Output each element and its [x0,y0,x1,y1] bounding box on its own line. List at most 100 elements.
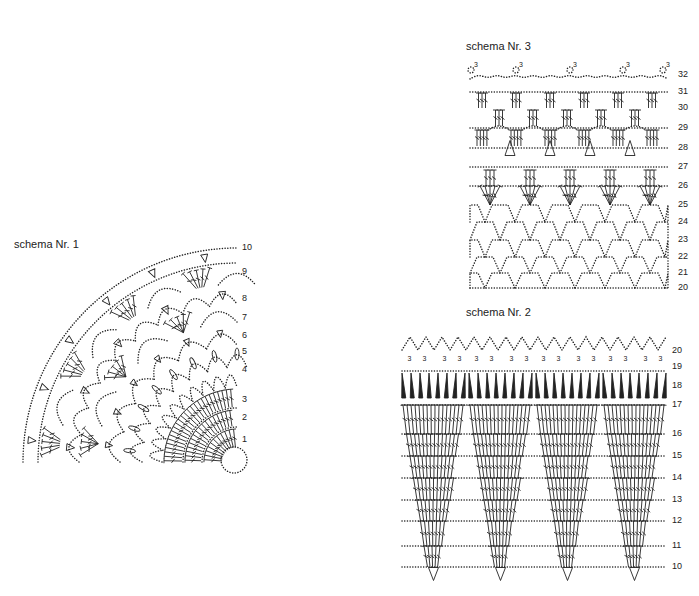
row-number: 14 [672,473,682,482]
double-crochet-bar [196,278,201,280]
double-crochet-bar [637,443,641,446]
double-crochet [488,500,491,521]
double-crochet-top [461,404,466,406]
double-crochet-bar [210,402,215,403]
puff-stitch [123,448,135,453]
double-crochet [586,434,589,456]
double-crochet-bar [435,487,439,490]
double-crochet-bar [455,443,459,447]
double-crochet-bar [649,418,653,421]
double-crochet [548,456,551,478]
double-crochet-bar [568,177,572,180]
double-crochet-bar [642,532,646,535]
row-number: 16 [672,429,682,438]
triangle-stitch [496,568,506,581]
chain-stitches [190,387,203,401]
double-crochet [611,456,615,478]
chain-stitches [225,375,237,388]
chain-stitches [180,395,193,409]
double-crochet-top [219,390,224,391]
double-crochet-bar [629,488,633,491]
chain-stitches [210,294,237,306]
double-crochet-bar [575,418,579,421]
double-crochet [530,186,540,205]
double-crochet-bar [459,418,463,421]
double-crochet-bar [611,194,614,198]
double-crochet-bar [212,455,216,458]
picot [660,67,666,73]
chain-stitches [485,205,515,222]
double-crochet-bar [451,443,455,446]
double-crochet-bar [492,418,496,421]
double-crochet-bar [566,443,570,446]
double-crochet-top [125,299,130,301]
double-crochet-bar [197,438,202,440]
double-crochet-top [636,110,641,111]
double-crochet-bar [421,444,425,447]
double-crochet-top [215,434,219,437]
double-crochet-top [211,392,216,394]
double-crochet-bar [574,193,576,198]
double-crochet-bar [580,509,583,513]
double-crochet-top [163,321,165,325]
double-crochet-bar [77,360,82,362]
double-crochet-bar [552,99,556,102]
double-crochet-bar [637,117,641,120]
double-crochet-bar [491,488,495,491]
double-crochet [612,405,615,434]
double-crochet [443,500,445,521]
double-crochet [217,392,222,409]
double-crochet-bar [439,465,443,468]
double-crochet [619,478,622,500]
double-crochet-bar [614,193,616,198]
double-crochet [509,521,512,546]
double-crochet-bar [620,99,624,102]
double-crochet [447,478,450,500]
row-number: 5 [242,347,247,356]
double-crochet-top [110,310,112,315]
double-crochet-top [500,110,505,111]
double-crochet [644,500,646,521]
double-crochet-top [451,477,456,479]
chain-stitches [470,76,668,79]
chain-stitches [515,240,545,257]
row-number: 1 [242,435,247,444]
double-crochet [652,456,655,478]
double-crochet-top [184,458,185,463]
double-crochet-bar [438,509,442,512]
double-crochet-bar [648,465,652,468]
double-crochet [421,500,424,521]
double-crochet-bar [578,443,582,446]
double-crochet [414,456,417,478]
double-crochet-bar [501,532,505,535]
double-crochet-bar [576,509,580,512]
double-crochet-bar [633,488,637,491]
double-crochet [205,421,215,434]
row-number: 32 [678,70,688,79]
double-crochet-bar [88,435,93,437]
chain-stitches [158,308,183,325]
double-crochet-bar [218,399,223,401]
double-crochet-bar [518,99,522,102]
double-crochet-bar [422,418,426,421]
double-crochet-bar [442,509,446,512]
double-crochet-bar [429,444,433,447]
double-crochet-top [170,428,172,433]
double-crochet-bar [185,320,188,324]
chain-stitches [605,205,635,222]
cluster-stitch [603,373,607,398]
double-crochet-bar [518,443,522,446]
double-crochet [608,405,611,434]
chain-stitches [590,257,620,273]
double-crochet-top [60,374,61,379]
double-crochet [196,270,200,288]
double-crochet-bar [436,465,440,468]
double-crochet-bar [509,509,513,512]
cluster-stitch [544,373,548,398]
double-crochet [222,391,226,409]
double-crochet [555,521,559,546]
double-crochet-top [534,110,539,111]
double-crochet-bar [640,465,644,468]
double-crochet [572,546,574,567]
double-crochet-bar [191,459,194,463]
